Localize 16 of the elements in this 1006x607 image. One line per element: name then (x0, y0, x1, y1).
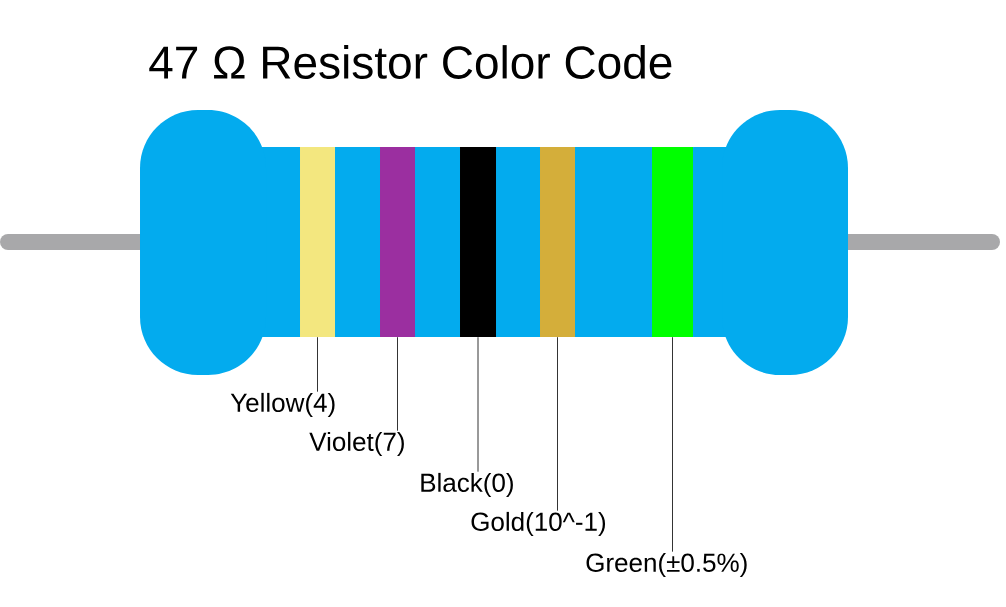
color-band (300, 147, 335, 337)
color-band (540, 147, 575, 337)
leader-line (477, 336, 479, 473)
title: 47 Ω Resistor Color Code (149, 45, 672, 79)
band-label: Yellow(4) (230, 392, 335, 418)
band-label: Green(±0.5%) (586, 552, 747, 578)
color-band (380, 147, 415, 337)
leader-line (397, 336, 398, 432)
leader-line (557, 336, 558, 512)
band-label: Violet(7) (309, 431, 404, 457)
leader-line (672, 336, 673, 553)
color-band (652, 147, 693, 337)
color-band (460, 147, 496, 337)
band-label: Black(0) (421, 472, 513, 498)
band-label: Gold(10^-1) (471, 511, 606, 537)
leader-line (317, 336, 318, 393)
